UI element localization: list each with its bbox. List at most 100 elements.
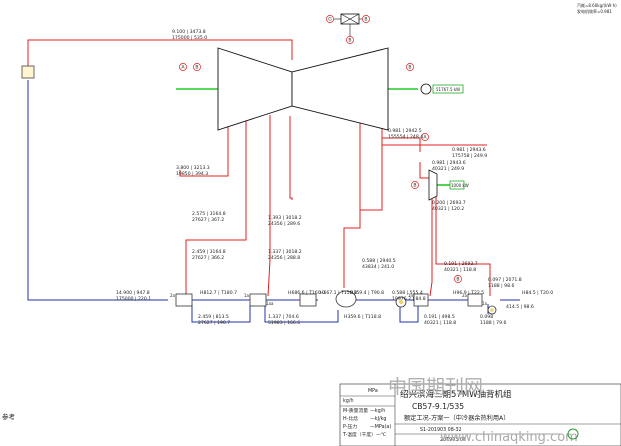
watermark-url: www.chinaqking.com [440, 430, 578, 445]
equipment-label: 2a [462, 293, 468, 298]
stream-label-line: 0.981 | 2943.6 [452, 147, 486, 153]
legend-p-unit: —MPa(a) [370, 424, 391, 430]
stream-label-line: 9.100 | 3473.8 [172, 29, 206, 35]
stream-label: H84.5 | T20.0 [522, 290, 553, 296]
stream-label-line: 1188 | 98.6 [488, 283, 514, 289]
stream-label-line: 40321 | 120.2 [432, 206, 464, 212]
watermark-logo-icon [567, 428, 579, 440]
marker-letter: B [348, 38, 351, 44]
stream-label-line: 175758 | 249.9 [452, 153, 487, 159]
stream-label-line: 1.393 | 3018.2 [268, 215, 302, 221]
stream-label-line: H84.5 | T20.0 [522, 290, 553, 296]
marker-letter: B [364, 17, 367, 23]
marker-circle [362, 15, 370, 23]
main-generator-output: 51767.5 kW [436, 87, 460, 92]
stream-label-line: H686.6 | T160.0 [288, 290, 325, 296]
small-generator: 1000 kW [449, 180, 469, 190]
marker-circle [326, 15, 334, 23]
deaerator [335, 290, 357, 308]
stream-label-line: 0.588 | 2940.5 [362, 258, 396, 264]
marker-circle [406, 63, 414, 71]
stream-label-line: 14.900 | 947.8 [116, 290, 150, 296]
stream-label-line: 24356 | 288.8 [268, 255, 300, 261]
drawing-date: 201903 08 [440, 437, 466, 443]
top-valve [332, 13, 366, 36]
stream-label: H359.4 | T90.8 [350, 290, 384, 296]
stream-label: H812.7 | T180.7 [200, 290, 237, 296]
marker-letter: B [413, 183, 416, 189]
legend-t-unit: —℃ [376, 432, 387, 438]
main-turbine [217, 47, 389, 131]
stream-label-line: 0.981 | 2943.6 [432, 160, 466, 166]
stream-label-line: H812.7 | T180.7 [200, 290, 237, 296]
marker-circle [346, 36, 354, 44]
marker-circle [454, 275, 462, 283]
legend-h-unit: —kJ/kg [370, 416, 386, 422]
small-generator-output: 1000 kW [451, 183, 469, 188]
equipment-label: 2a [170, 293, 176, 298]
stream-label-line: 2.459 | 813.5 [198, 314, 229, 320]
legend-t: T-温度（干度） [342, 431, 376, 438]
heater-2 [249, 293, 267, 307]
stream-label-line: 0.191 | 498.5 [424, 314, 455, 320]
stream-label-line: H359.6 | T118.8 [344, 314, 381, 320]
stream-label-line: 1.337 | 704.6 [268, 314, 299, 320]
marker-letter: A [423, 135, 427, 141]
marker-letter: B [195, 65, 198, 71]
condenser [467, 293, 483, 307]
title-line-2: CB57-9.1/535 [412, 402, 464, 411]
stream-label-line: 51983 | 166.6 [268, 320, 300, 326]
stream-label-line: 27627 | 367.2 [192, 217, 224, 223]
unit-kgh: kg/h [343, 398, 353, 404]
stream-label-line: 0.200 | 2693.7 [432, 200, 466, 206]
boiler [21, 65, 35, 79]
stream-label-line: 43834 | 241.0 [362, 264, 394, 270]
legend-h: H-比焓 [343, 415, 358, 422]
main-generator: 51767.5 kW [420, 83, 464, 95]
equipment-label: 1a [482, 301, 488, 306]
stream-label: H686.6 | T160.0 [288, 290, 325, 296]
marker-letter: B [456, 277, 459, 283]
title-block: MPa kg/h M-质量流量 —kg/h H-比焓 —kJ/kg P-压力 —… [339, 383, 621, 446]
stream-label-line: H667.1 | T158.0 [320, 290, 357, 296]
watermark-cn: 中国期刊网 [388, 376, 483, 398]
stream-label-line: H359.4 | T90.8 [350, 290, 384, 296]
marker-circle [411, 181, 419, 189]
title-line-1: 绍兴滨海三期57MW抽背机组 [400, 389, 512, 400]
stream-label: H667.1 | T158.0 [320, 290, 357, 296]
stream-label-line: 40321 | 118.8 [424, 320, 456, 326]
stream-label: H96.9 | T22.5 [453, 290, 484, 296]
equipment-label: 1m [408, 293, 415, 298]
stream-label-line: 0.981 | 2942.5 [388, 128, 422, 134]
stream-label-line: H96.9 | T22.5 [453, 290, 484, 296]
stream-label-line: 0.191 | 2693.7 [444, 261, 478, 267]
legend-m-unit: —kg/h [370, 408, 385, 414]
stream-label: 414.5 | 98.6 [506, 304, 534, 310]
heater-3 [299, 293, 317, 307]
stream-label-line: 27627 | 190.7 [198, 320, 230, 326]
marker-circle [421, 133, 429, 141]
title-line-3: 额定工况-方案一（中冷器余热利用A） [404, 414, 509, 422]
stream-label-line: 175000 | 535.0 [172, 35, 207, 41]
marker-circle [193, 63, 201, 71]
equipment [175, 290, 497, 315]
stream-label: H359.6 | T118.8 [344, 314, 381, 320]
stream-label-line: 19850 | 394.3 [176, 171, 208, 177]
